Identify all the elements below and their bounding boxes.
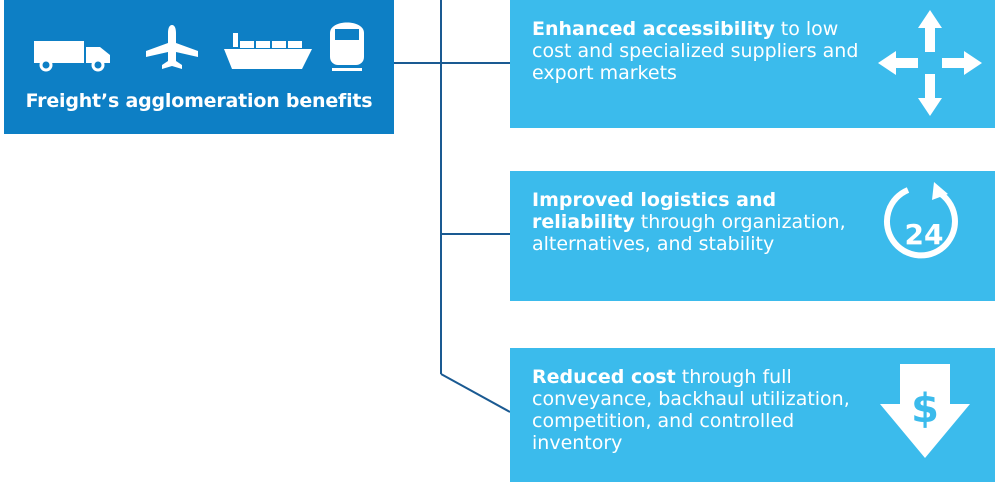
benefit-accessibility-bold: Enhanced accessibility [532, 18, 775, 40]
freight-agglomeration-hub: Freight’s agglomeration benefits [4, 0, 394, 134]
24-hour-clock-icon: 24 [884, 182, 958, 259]
cargo-ship-icon [224, 33, 312, 69]
benefit-cost: Reduced cost through full conveyance, ba… [510, 348, 995, 482]
benefit-logistics: Improved logistics and reliability throu… [510, 171, 995, 301]
benefit-accessibility-rest: to low cost and specialized suppliers an… [532, 18, 859, 84]
connector-to-cost [440, 373, 511, 413]
transport-icons [34, 22, 364, 72]
benefit-accessibility-text: Enhanced accessibility to low cost and s… [532, 18, 862, 84]
train-icon [330, 22, 364, 71]
benefit-cost-bold: Reduced cost [532, 366, 676, 388]
dollar-sign-label: $ [911, 386, 939, 432]
dollar-down-arrow-icon: $ [880, 364, 970, 458]
benefit-accessibility: Enhanced accessibility to low cost and s… [510, 0, 995, 128]
airplane-icon [146, 25, 198, 69]
four-arrows-icon [878, 10, 982, 116]
benefit-logistics-text: Improved logistics and reliability throu… [532, 189, 862, 255]
benefit-logistics-bold: Improved logistics and reliability [532, 189, 777, 233]
benefit-logistics-rest: through organization, alternatives, and … [532, 211, 846, 255]
benefit-cost-rest: through full conveyance, backhaul utiliz… [532, 366, 850, 454]
truck-icon [34, 41, 110, 72]
benefit-cost-text: Reduced cost through full conveyance, ba… [532, 366, 862, 454]
hub-title: Freight’s agglomeration benefits [25, 90, 373, 112]
clock-24-label: 24 [905, 218, 944, 251]
